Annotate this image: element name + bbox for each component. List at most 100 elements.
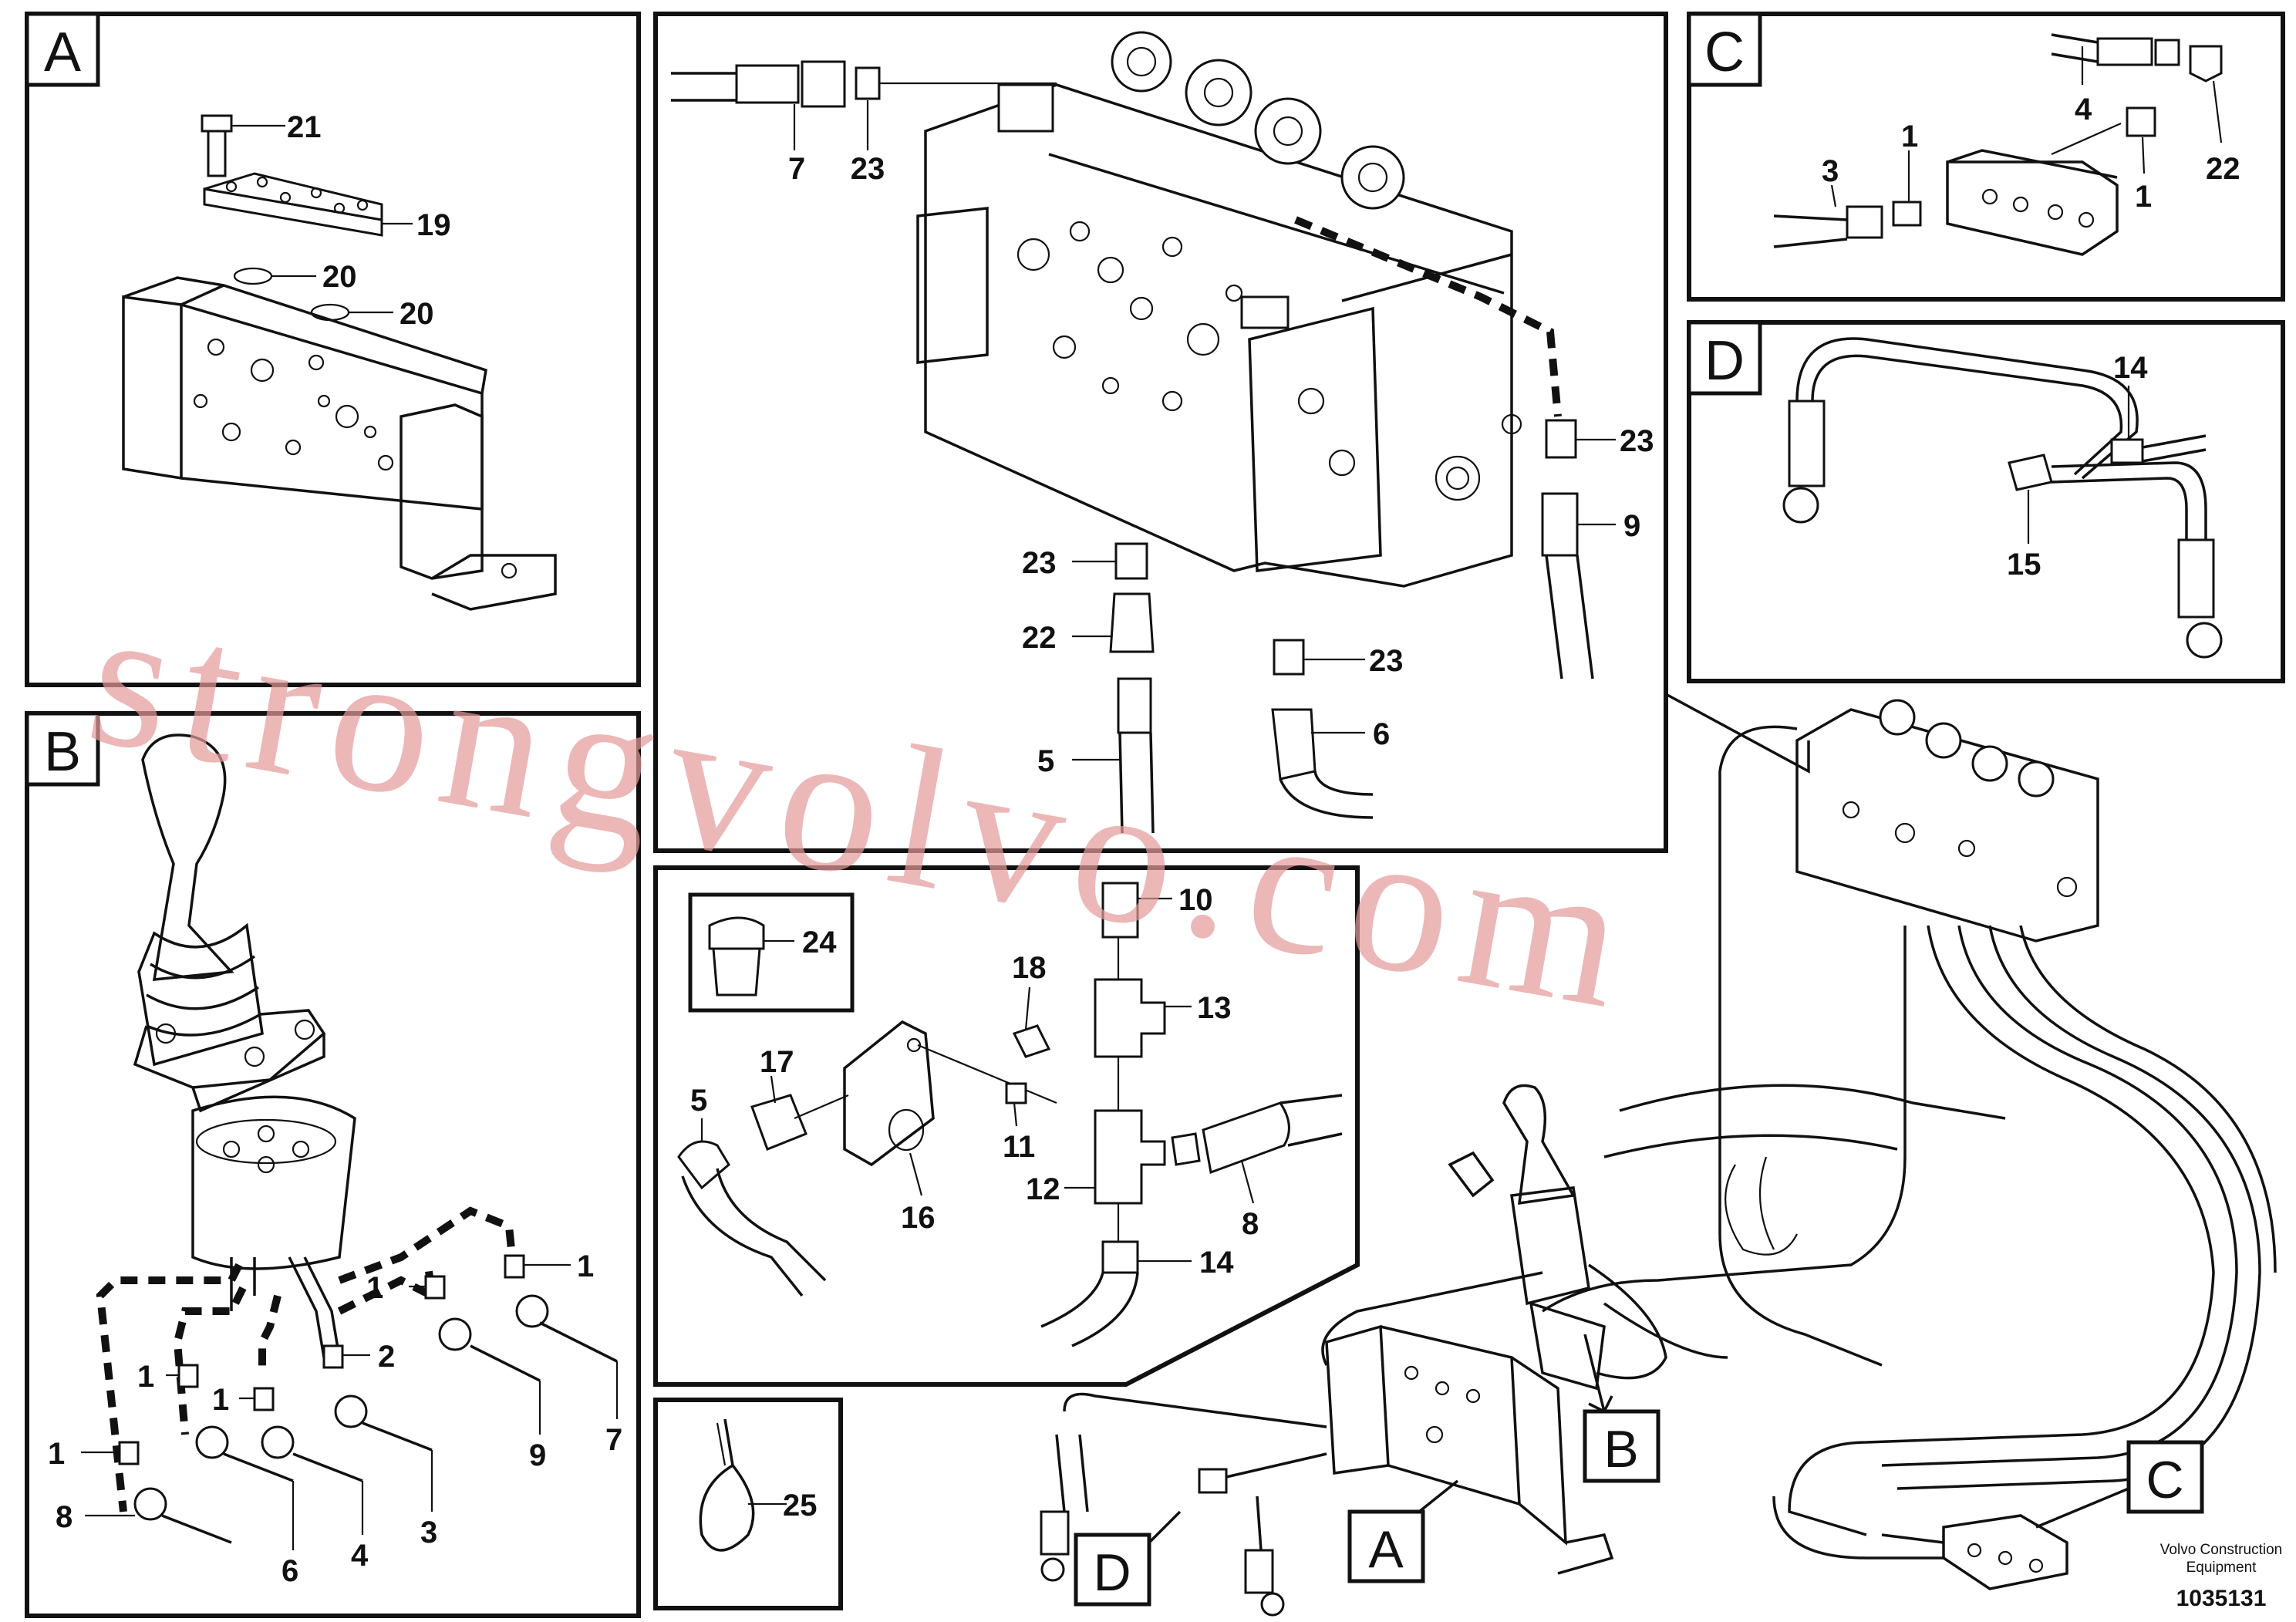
panel-cable-tie-frame [653,1398,843,1610]
panel-d-tag: D [1704,330,1745,392]
panel-b-tag-box [25,711,100,787]
overview-tag-d-box [1074,1533,1151,1607]
callout-6-top: 6 [1373,717,1390,751]
hose-7-top [671,60,1057,150]
panel-b: B [25,711,641,1618]
arrow-c [2035,1487,2129,1529]
callout-b-8: 8 [56,1500,72,1534]
callout-d-14: 14 [2113,351,2148,385]
overview-tag-c-box [2126,1440,2204,1514]
bolt-21 [201,114,285,177]
overview-tag-b-box [1583,1409,1660,1483]
o-rings-20 [233,267,393,322]
callout-23-top-c: 23 [1022,546,1057,580]
callout-20-a: 20 [322,260,357,294]
callout-c-1-a: 1 [1901,120,1918,153]
panel-a-tag: A [44,22,81,83]
hose-9 [1541,419,1616,679]
callout-20-b: 20 [400,297,434,331]
panel-c-parts [1773,33,2223,256]
dashed-line-b3 [258,1294,282,1373]
callout-mid-17: 17 [760,1045,794,1079]
joystick-tubes [230,1256,341,1358]
control-valve-body [916,31,1522,588]
cable-tie-25 [699,1418,787,1552]
dashed-line-b4 [338,1206,517,1284]
panel-middle: 24 10 13 12 8 14 [653,865,1360,1387]
panel-top-valve: 7 23 [653,12,1668,853]
callout-23-top-a: 23 [851,152,885,186]
callout-mid-18: 18 [1012,951,1047,985]
panel-a-tag-box [25,12,100,87]
panel-b-frame [25,711,641,1618]
callout-c-3: 3 [1822,154,1839,188]
callout-mid-24: 24 [802,926,837,959]
overview-tag-b: B [1603,1420,1638,1479]
panel-d-parts [1782,337,2223,659]
callout-9-top: 9 [1623,509,1640,543]
callout-mid-11: 11 [1003,1130,1035,1164]
joystick-control [133,733,356,1270]
panel-c-frame [1687,12,2285,302]
cover-plate-19 [203,172,413,237]
callout-c-22: 22 [2206,152,2240,186]
callout-b-3: 3 [420,1516,437,1549]
callout-b-1-b: 1 [366,1271,383,1305]
overview-tag-a: A [1368,1520,1404,1579]
callout-mid-16: 16 [901,1201,936,1235]
overview-tags: B C A D [1074,1334,2204,1607]
plug-24 [708,916,794,996]
panel-c: C 4 1 22 3 1 [1687,12,2285,302]
callout-b-9: 9 [529,1438,546,1472]
callout-b-1-c: 1 [137,1360,154,1394]
callout-bot-25: 25 [783,1489,818,1523]
callout-b-6: 6 [282,1554,298,1588]
callout-22-top: 22 [1022,621,1057,655]
overview-assembly [1040,699,2277,1617]
callout-b-7: 7 [605,1423,622,1457]
arrow-a [1418,1479,1459,1513]
fitting-17-hose-5 [677,1075,849,1297]
callout-5-top: 5 [1037,744,1054,778]
reference-number: 1035131 [2176,1586,2267,1611]
callout-19: 19 [416,208,451,242]
hose-5-fittings [1072,542,1155,834]
panel-a: A 21 19 20 20 [25,12,641,687]
brand-line-1: Volvo Construction [2160,1542,2282,1558]
dashed-line-b2 [173,1286,247,1435]
callout-b-1-d: 1 [212,1383,229,1417]
brand-line-2: Equipment [2186,1560,2257,1576]
callout-c-1-b: 1 [2135,180,2152,214]
callout-23-top-b: 23 [1620,424,1654,458]
callout-b-1-a: 1 [577,1249,594,1283]
tee-assembly [1040,882,1343,1347]
panel-c-tag-box [1687,12,1762,87]
overview-tag-c: C [2146,1451,2183,1509]
overview-tag-a-box [1347,1509,1425,1583]
callout-c-4: 4 [2075,93,2092,126]
callout-wedge-top [1665,693,1810,774]
panel-top-frame [653,12,1668,853]
bracket-16 [843,986,1057,1196]
panel-d-tag-box [1687,320,1762,396]
overview-tag-d: D [1093,1543,1131,1602]
callout-b-2: 2 [378,1340,395,1374]
callout-21: 21 [287,110,322,144]
callout-mid-12: 12 [1026,1172,1060,1206]
dashed-line-b1 [96,1263,243,1512]
callout-mid-5: 5 [690,1084,707,1118]
panel-d: D 14 15 [1687,320,2285,683]
callout-mid-13: 13 [1197,991,1232,1025]
callout-b-1-e: 1 [48,1437,65,1471]
dashed-route-top [1294,216,1562,417]
callout-7-top: 7 [788,152,805,186]
arrow-d [1148,1510,1182,1544]
callout-d-15: 15 [2007,548,2041,582]
callout-mid-10: 10 [1178,883,1213,917]
manifold-block [122,276,557,611]
hose-6-fittings [1271,639,1374,819]
panel-b-tag: B [44,721,81,783]
callout-mid-8: 8 [1242,1207,1259,1241]
callout-mid-14: 14 [1199,1246,1234,1280]
